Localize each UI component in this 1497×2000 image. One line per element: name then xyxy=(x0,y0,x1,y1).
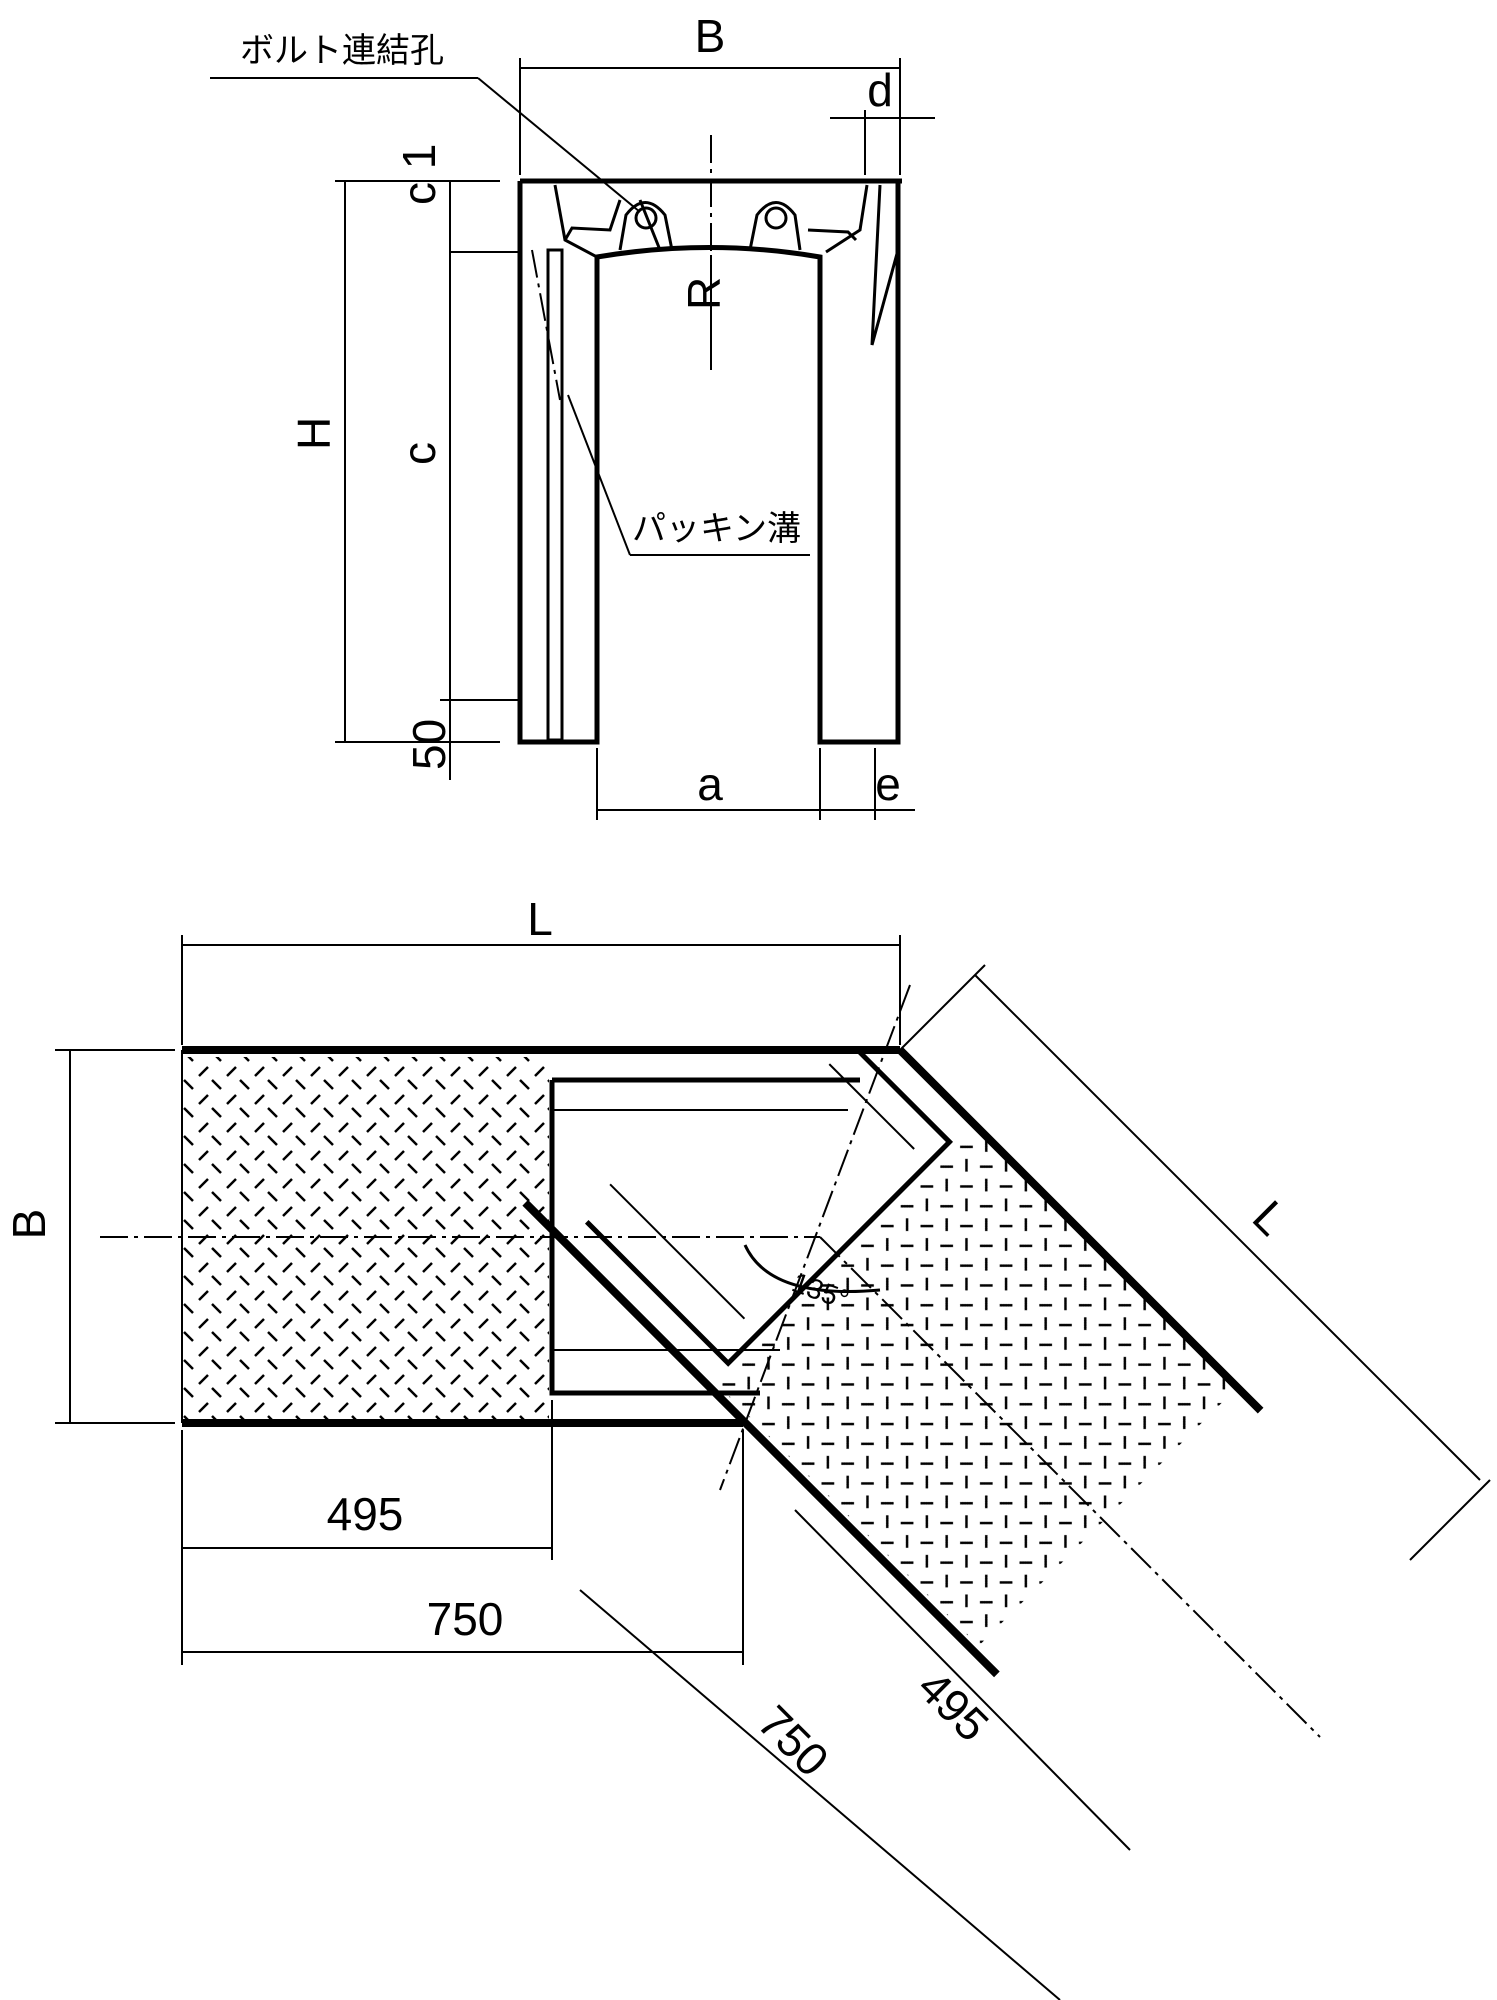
dim-495-diag: 495 xyxy=(908,1660,999,1751)
dim-L-top: L xyxy=(527,893,553,945)
section-view: B d ボルト連結孔 R H c 1 c 50 パッキン溝 xyxy=(210,10,935,820)
dim-e: e xyxy=(875,758,901,810)
bolt-lug-right xyxy=(748,201,802,251)
checker-plate-right xyxy=(718,1127,1238,1647)
dim-d: d xyxy=(867,64,893,116)
left-wall-shape xyxy=(553,184,662,259)
dim-B-plan: B xyxy=(3,1209,55,1240)
right-wall-shape xyxy=(807,184,900,346)
bolt-hole-icon xyxy=(764,206,788,230)
left-section-outline xyxy=(182,1046,900,1427)
bolt-hole-icon xyxy=(634,206,658,230)
label-bolt-hole: ボルト連結孔 xyxy=(240,31,444,71)
dim-L-diag: L xyxy=(1243,1190,1298,1245)
dim-c1: c 1 xyxy=(393,144,445,205)
dim-750: 750 xyxy=(427,1593,504,1645)
dim-a: a xyxy=(697,758,723,810)
dim-c: c xyxy=(393,442,445,465)
dim-750-diag: 750 xyxy=(748,1695,839,1786)
dim-495: 495 xyxy=(327,1488,404,1540)
dim-B: B xyxy=(695,10,726,62)
plan-view: 135° L B 495 750 L 750 495 xyxy=(3,893,1491,2000)
packing-groove xyxy=(546,248,564,742)
dim-R: R xyxy=(678,277,730,310)
bolt-lug-left xyxy=(618,201,674,251)
label-packing-groove: パッキン溝 xyxy=(632,509,801,549)
dim-H: H xyxy=(288,417,340,450)
dim-50: 50 xyxy=(403,719,455,770)
checker-plate-left xyxy=(182,1057,549,1423)
